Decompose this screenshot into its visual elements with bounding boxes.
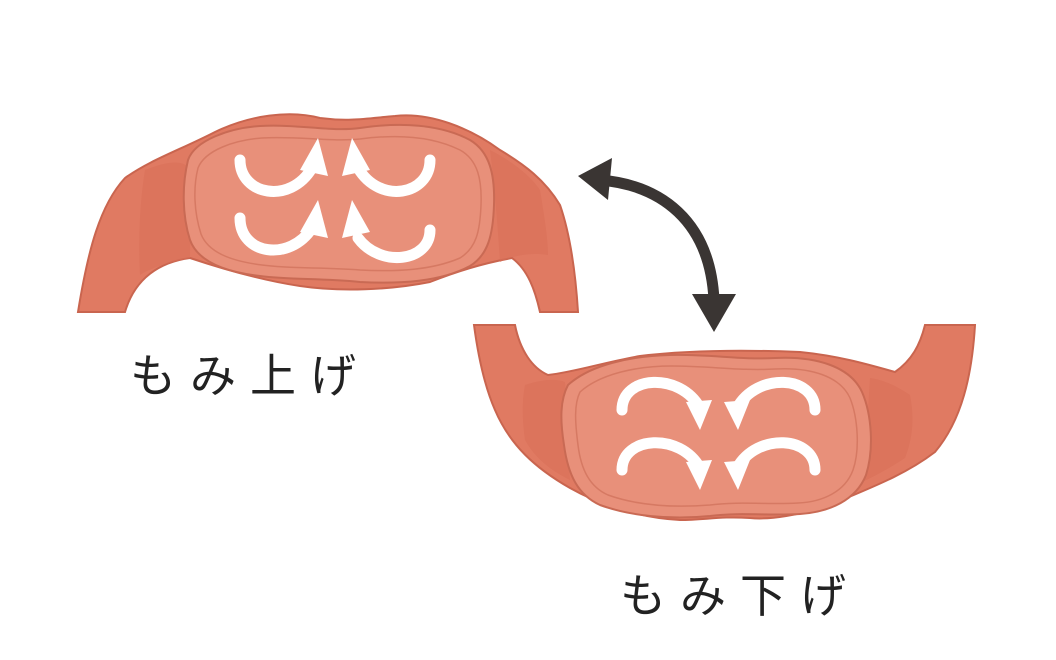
right-side-shading [490,150,548,262]
pad-inner-outline-down [574,365,859,507]
left-side-shading [139,162,191,275]
pad-inner-outline [194,135,482,272]
curved-arrow-down-icon [616,376,821,476]
double-headed-curved-arrow-icon [578,158,736,332]
massage-up-label: もみ上げ [130,349,370,403]
massage-pad [182,123,496,284]
massage-down-label: もみ下げ [620,569,860,623]
curved-arrow-up-icon [234,154,436,264]
right-side-shading-down [862,378,913,482]
massage-up-illustration [76,113,580,313]
arrowheads-down [686,400,750,490]
arrowheads-up [300,138,370,238]
left-side-shading-down [522,379,570,480]
massage-pad-down [560,353,872,519]
massage-down-illustration [472,324,977,522]
